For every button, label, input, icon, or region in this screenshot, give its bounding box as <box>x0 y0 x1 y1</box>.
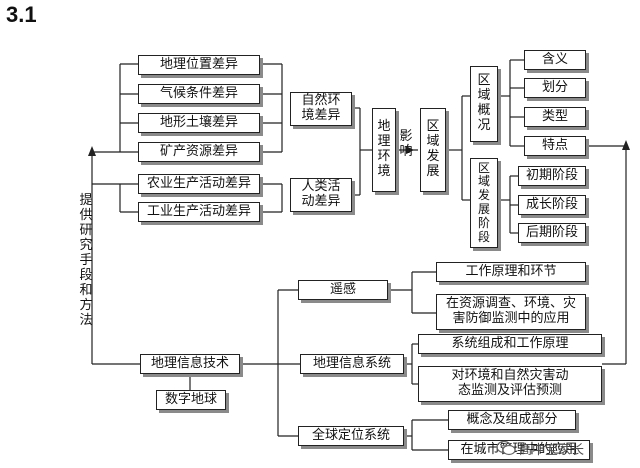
digital-earth-box: 数字地球 <box>156 390 226 410</box>
gis-technology-box: 地理信息技术 <box>140 354 240 374</box>
climate-difference-box: 气候条件差异 <box>138 84 260 104</box>
geographic-information-system-box: 地理信息系统 <box>300 354 404 374</box>
regional-development-box: 区 域 发 展 <box>420 108 446 192</box>
location-difference-box: 地理位置差异 <box>138 55 260 75</box>
regional-stages-box: 区 域 发 展 阶 段 <box>470 158 498 248</box>
stage-initial-box: 初期阶段 <box>518 166 586 186</box>
gps-urban-application-box: 在城市管理中的应用 <box>448 440 590 460</box>
section-number: 3.1 <box>6 2 37 27</box>
stage-late-box: 后期阶段 <box>518 223 586 243</box>
industry-difference-box: 工业生产活动差异 <box>138 202 260 222</box>
overview-feature-box: 特点 <box>524 136 586 156</box>
global-positioning-system-box: 全球定位系统 <box>298 426 404 446</box>
overview-type-box: 类型 <box>524 107 586 127</box>
rs-principle-box: 工作原理和环节 <box>436 262 586 282</box>
rs-application-box: 在资源调查、环境、灾 害防御监测中的应用 <box>436 294 586 330</box>
terrain-soil-difference-box: 地形土壤差异 <box>138 113 260 133</box>
watermark: 高中宝家长 <box>496 436 636 460</box>
gis-monitoring-box: 对环境和自然灾害动 态监测及评估预测 <box>418 366 602 402</box>
wechat-icon <box>496 440 516 456</box>
remote-sensing-box: 遥感 <box>298 280 388 300</box>
stage-growth-box: 成长阶段 <box>518 195 586 215</box>
influence-label: 影 响 <box>399 129 413 159</box>
gps-concept-box: 概念及组成部分 <box>448 410 576 430</box>
agriculture-difference-box: 农业生产活动差异 <box>138 174 260 194</box>
mineral-difference-box: 矿产资源差异 <box>138 142 260 162</box>
regional-overview-box: 区 域 概 况 <box>470 66 498 142</box>
overview-division-box: 划分 <box>524 78 586 98</box>
geographic-environment-box: 地 理 环 境 <box>372 108 396 192</box>
overview-meaning-box: 含义 <box>524 50 586 70</box>
gis-components-box: 系统组成和工作原理 <box>418 334 602 354</box>
research-methods-label: 提 供 研 究 手 段 和 方 法 <box>79 193 93 328</box>
human-activity-box: 人类活 动差异 <box>290 178 352 212</box>
natural-environment-box: 自然环 境差异 <box>290 92 352 126</box>
watermark-text: 高中宝家长 <box>519 442 585 458</box>
